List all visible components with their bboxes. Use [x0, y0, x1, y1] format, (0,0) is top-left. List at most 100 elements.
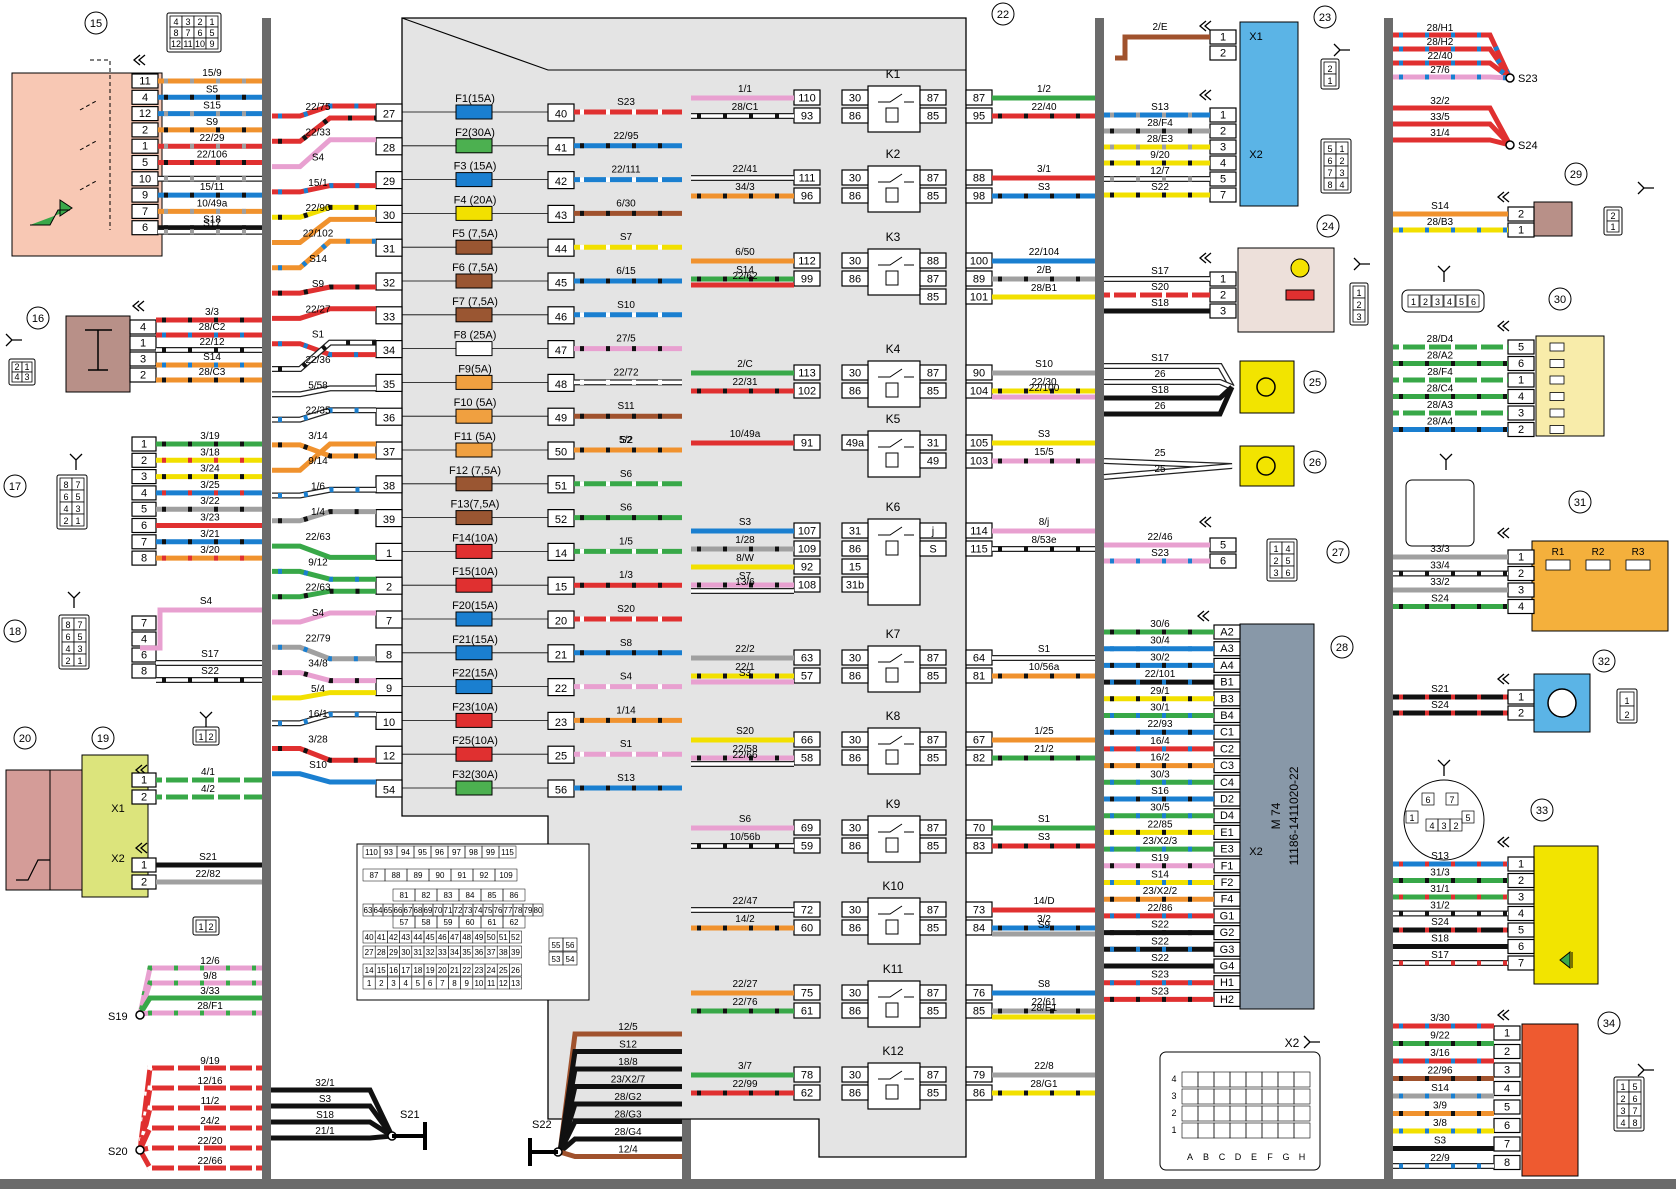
map-cell-number: 82 [422, 891, 431, 900]
pin-number: 2 [141, 792, 147, 804]
map-cell-number: 32 [426, 948, 435, 957]
map-cell-number: 98 [469, 848, 478, 857]
wire-code: 1/3 [619, 570, 633, 581]
map-cell-number: 30 [401, 948, 410, 957]
plug-icon [1353, 257, 1370, 271]
relay-pin-number: 30 [849, 1070, 861, 1082]
resistor-icon [1625, 559, 1651, 571]
connector-27-cell-number: 4 [1285, 544, 1290, 554]
wire-code: 1/25 [1034, 726, 1054, 737]
fuse-label: F23(10A) [452, 701, 498, 713]
connector-34-cell-number: 1 [1620, 1082, 1625, 1092]
motor-icon [1547, 688, 1577, 718]
wire-code: 28/F4 [1427, 367, 1453, 378]
wire-code: 33/5 [1430, 112, 1450, 123]
wire-code: S22 [1151, 182, 1169, 193]
map-cell-number: 39 [511, 948, 520, 957]
wire-code: 22/35 [305, 406, 330, 417]
wire-code: S1 [1038, 814, 1051, 825]
component-31-label-number: 31 [1574, 497, 1586, 509]
connector-23b-cell-number: 3 [1339, 168, 1344, 178]
wire-code: 28/H2 [1427, 37, 1454, 48]
connector-cell [1431, 294, 1444, 308]
wire-code: 22/40 [1031, 102, 1056, 113]
connector-19b-cell-number: 1 [198, 922, 203, 932]
map-cell-number: 37 [487, 948, 496, 957]
relay-name: K12 [882, 1044, 904, 1058]
pin [1493, 1154, 1521, 1171]
fuse-input-pin-number: 1 [386, 548, 392, 560]
component-15-label-circle [84, 11, 108, 35]
wire-code: 22/33 [305, 127, 330, 138]
map-cell-number: 56 [566, 941, 575, 950]
wire-code: 3/8 [1433, 1118, 1447, 1129]
wire-code: S16 [1151, 786, 1169, 797]
fuse-wire-left [272, 204, 376, 220]
column-label: D [1235, 1152, 1242, 1162]
connector-17-cell-number: 1 [75, 516, 80, 526]
connector-27-cell-number: 3 [1273, 568, 1278, 578]
ecu-pin-number: D4 [1220, 810, 1234, 822]
component-17-label-circle [3, 474, 27, 498]
fuse-input-pin [375, 204, 403, 223]
relay-pin-number: 86 [849, 386, 861, 398]
relay-pin-number: 87 [927, 93, 939, 105]
wire-code: 28/G1 [1030, 1079, 1058, 1090]
fuse-body [455, 172, 493, 188]
wire-code: 33/4 [1430, 561, 1450, 572]
map-cell-number: 55 [552, 941, 561, 950]
relay-socket-pin-number: 104 [970, 386, 988, 398]
fuse-input-pin [375, 407, 403, 426]
connector-arrow-icon [131, 300, 145, 312]
indicator-led-icon [30, 199, 73, 226]
relay-pin [841, 1066, 869, 1083]
switch-contacts [79, 59, 111, 230]
fuse-input-pin [375, 441, 403, 460]
pin-number: 6 [141, 650, 147, 662]
relay-pin-number: 87 [927, 988, 939, 1000]
relay-socket-pin-number: 81 [973, 671, 985, 683]
map-cell-number: 67 [404, 906, 413, 915]
wire-code: S6 [620, 469, 633, 480]
connector-15-cell-number: 7 [185, 28, 190, 38]
fuse-input-pin-number: 7 [386, 616, 392, 628]
connector-15-cell [205, 37, 219, 50]
connector-34-cell-number: 3 [1620, 1106, 1625, 1116]
fuse-output-pin-number: 23 [555, 717, 567, 729]
wire-code: S4 [200, 596, 213, 607]
resistor-label: R2 [1592, 547, 1605, 558]
switch-pin-number: 9 [142, 190, 148, 202]
wire-code: S6 [620, 503, 633, 514]
fuse-input-pin [375, 779, 403, 798]
pin-number: 3 [1220, 306, 1226, 318]
fuse-wire-left [272, 712, 376, 725]
connector-15-cell-number: 2 [197, 17, 202, 27]
wire-code: 22/31 [732, 377, 757, 388]
connector-24-cell-number: 1 [1356, 288, 1361, 298]
pin [1493, 1136, 1521, 1152]
wire-code: 3/22 [200, 496, 220, 507]
map-cell-number: 8 [452, 979, 457, 988]
map-cell-number: 23 [474, 966, 483, 975]
wire-code: 3/28 [308, 735, 328, 746]
wire-code: 8/W [736, 553, 754, 564]
connector-cell [1293, 1122, 1311, 1139]
map-cell-number: 78 [514, 906, 523, 915]
wire-code: 22/96 [1427, 1066, 1452, 1077]
fuse-body [455, 307, 493, 323]
relay-pin-number: j [931, 526, 934, 538]
relay-socket-pin-number: 100 [970, 256, 988, 268]
splices-left: 12/69/83/3328/F1S199/1912/1611/224/222/2… [108, 956, 682, 1171]
fuse-label: F15(10A) [452, 566, 498, 578]
fuse-wire-left [272, 216, 376, 245]
map-cell [509, 930, 522, 944]
connector-15-cell-number: 9 [209, 39, 214, 49]
